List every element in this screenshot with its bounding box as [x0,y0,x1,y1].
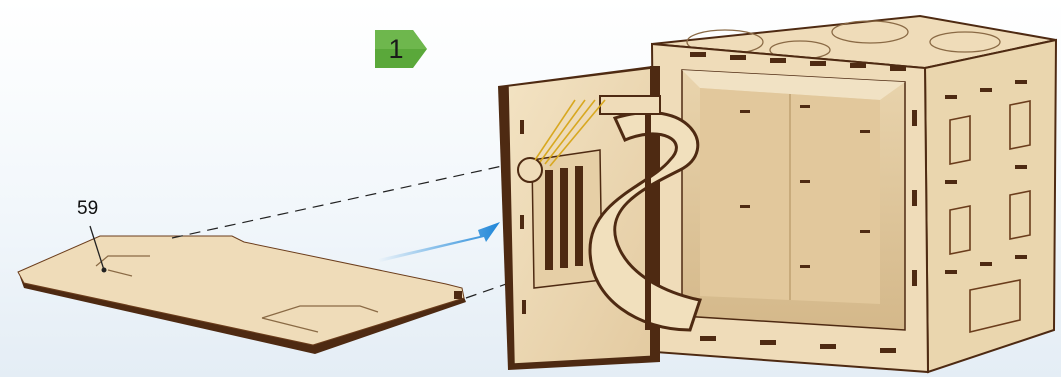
part-59-leader-dot [102,268,107,273]
safe-box [652,16,1056,372]
insert-arrow-icon [378,222,500,262]
panel-59 [18,236,466,354]
part-number-label: 59 [77,198,98,220]
step-number: 1 [375,30,417,68]
